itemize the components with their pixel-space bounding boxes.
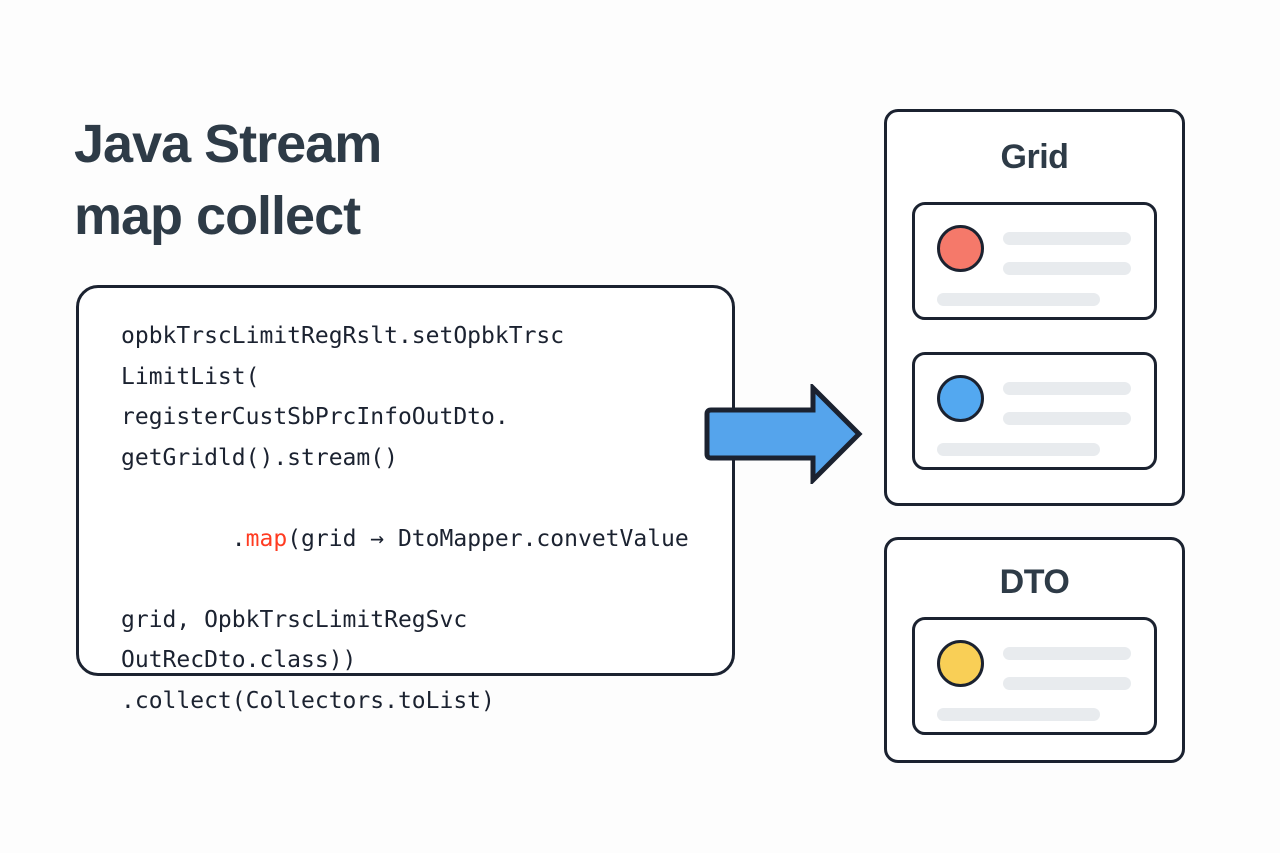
- placeholder-bar: [937, 443, 1100, 456]
- placeholder-bar: [1003, 647, 1131, 660]
- title-line-2: map collect: [74, 186, 361, 246]
- code-line: registerCustSbPrcInfoOutDto.: [121, 404, 509, 430]
- right-arrow-icon: [703, 384, 863, 484]
- grid-item-card: [912, 352, 1157, 470]
- map-keyword: map: [245, 525, 288, 552]
- placeholder-bar: [937, 708, 1100, 721]
- panel-dto-title: DTO: [999, 563, 1070, 601]
- page-title: Java Stream map collect: [74, 108, 634, 252]
- placeholder-bar: [1003, 677, 1131, 690]
- title-line-1: Java Stream: [74, 114, 382, 174]
- placeholder-bar: [1003, 232, 1131, 245]
- code-line: getGridld().stream(): [121, 444, 398, 471]
- placeholder-bar: [1003, 262, 1131, 275]
- code-line-prefix: .: [231, 525, 246, 552]
- blue-dot-icon: [937, 375, 984, 422]
- code-line: .collect(Collectors.toList): [121, 687, 495, 714]
- code-line: opbkTrscLimitRegRslt.setOpbkTrsc: [121, 323, 565, 349]
- grid-item-card: [912, 202, 1157, 320]
- code-line: LimitList(: [121, 363, 260, 390]
- code-line-suffix: (grid → DtoMapper.convetValue: [287, 525, 689, 552]
- code-snippet-body: opbkTrscLimitRegRslt.setOpbkTrsc LimitLi…: [121, 316, 714, 721]
- code-line: grid, OpbkTrscLimitRegSvc: [121, 606, 468, 633]
- panel-grid-title: Grid: [1000, 138, 1069, 176]
- yellow-dot-icon: [937, 640, 984, 687]
- placeholder-bar: [937, 293, 1100, 306]
- placeholder-bar: [1003, 412, 1131, 425]
- panel-dto: DTO: [884, 537, 1185, 763]
- placeholder-bar: [1003, 382, 1131, 395]
- panel-grid: Grid: [884, 109, 1185, 506]
- code-line-map-highlighted: .map(grid → DtoMapper.convetValue: [121, 478, 714, 600]
- dto-item-card: [912, 617, 1157, 735]
- code-snippet-card: opbkTrscLimitRegRslt.setOpbkTrsc LimitLi…: [76, 285, 735, 714]
- red-dot-icon: [937, 225, 984, 272]
- code-line: OutRecDto.class)): [121, 647, 357, 673]
